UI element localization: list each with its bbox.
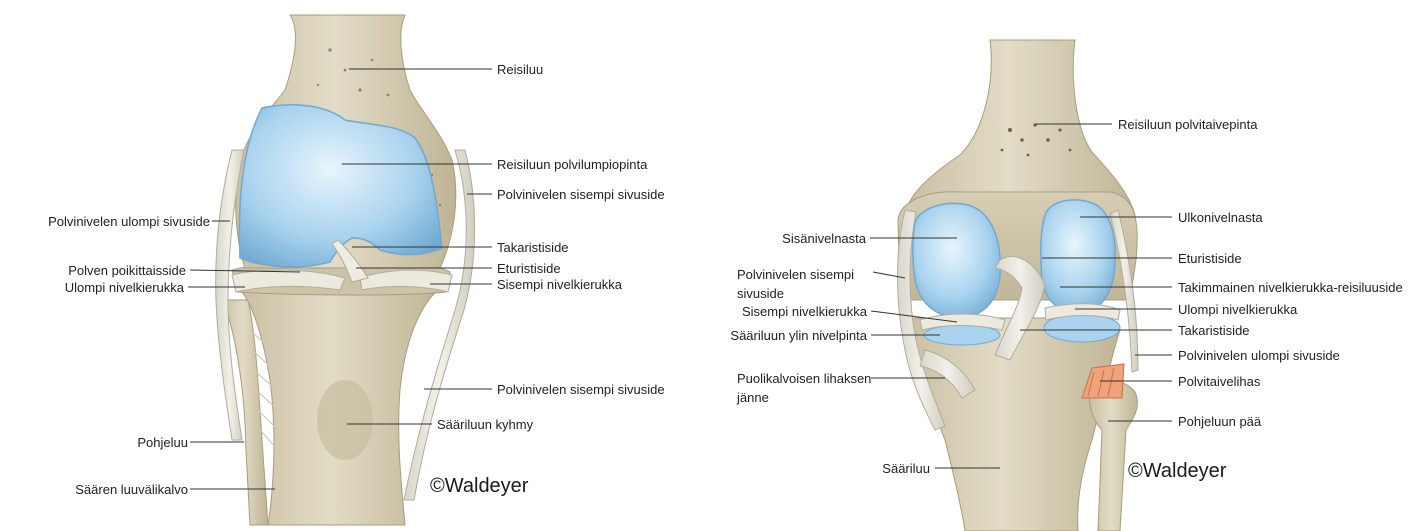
label-puolikalvoisen-lihaksen-l1: Puolikalvoisen lihaksen	[737, 371, 871, 386]
label-polvinivelen-ulompi-sivuside: Polvinivelen ulompi sivuside	[48, 214, 210, 229]
label-polvitaivelihas: Polvitaivelihas	[1178, 374, 1260, 389]
label-takaristiside-right: Takaristiside	[1178, 323, 1250, 338]
label-saariluu: Sääriluu	[882, 461, 930, 476]
label-pohjeluun-paa: Pohjeluun pää	[1178, 414, 1261, 429]
right-medial-condyle	[913, 204, 1000, 318]
label-polvinivelen-ulompi-sivuside-right: Polvinivelen ulompi sivuside	[1178, 348, 1340, 363]
label-ulkonivelnasta: Ulkonivelnasta	[1178, 210, 1263, 225]
copyright-left: ©Waldeyer	[430, 475, 528, 498]
label-takaristiside: Takaristiside	[497, 240, 569, 255]
label-reisiluun-polvilumpiopinta: Reisiluun polvilumpiopinta	[497, 157, 647, 172]
right-femur	[905, 40, 1135, 215]
label-saariluun-ylin-nivelpinta: Sääriluun ylin nivelpinta	[730, 328, 867, 343]
left-tibial-tuberosity	[317, 380, 373, 460]
label-polvinivelen-sisempi-sivuside-bottom: Polvinivelen sisempi sivuside	[497, 382, 665, 397]
right-knee-posterior-view	[898, 40, 1139, 531]
label-sisanivelnasta: Sisänivelnasta	[782, 231, 866, 246]
label-puolikalvoisen-lihaksen-l2: jänne	[737, 390, 769, 405]
label-ulompi-nivelkierukka-right: Ulompi nivelkierukka	[1178, 302, 1297, 317]
copyright-right: ©Waldeyer	[1128, 460, 1226, 483]
label-sisempi-nivelkierukka-left: Sisempi nivelkierukka	[497, 277, 622, 292]
label-pohjeluu: Pohjeluu	[137, 435, 188, 450]
label-eturistiside-left: Eturistiside	[497, 261, 561, 276]
label-eturistiside-right: Eturistiside	[1178, 251, 1242, 266]
label-reisiluun-polvitaivepinta: Reisiluun polvitaivepinta	[1118, 117, 1257, 132]
label-saariluun-kyhmy: Sääriluun kyhmy	[437, 417, 533, 432]
label-reisiluu: Reisiluu	[497, 62, 543, 77]
label-polvinivelen-sisempi-sivuside-right-l2: sivuside	[737, 286, 784, 301]
label-polvinivelen-sisempi-sivuside-top: Polvinivelen sisempi sivuside	[497, 187, 665, 202]
label-polvinivelen-sisempi-sivuside-right-l1: Polvinivelen sisempi	[737, 267, 854, 282]
right-fibula	[1090, 381, 1138, 531]
label-saaren-luuvalikalvo: Säären luuvälikalvo	[75, 482, 188, 497]
label-ulompi-nivelkierukka-left: Ulompi nivelkierukka	[65, 280, 184, 295]
label-takimmainen-nivelkierukka-reisiluuside: Takimmainen nivelkierukka-reisiluuside	[1178, 280, 1403, 295]
left-knee-anterior-view	[216, 15, 475, 525]
label-sisempi-nivelkierukka-right: Sisempi nivelkierukka	[742, 304, 867, 319]
label-polven-poikittaisside: Polven poikittaisside	[68, 263, 186, 278]
